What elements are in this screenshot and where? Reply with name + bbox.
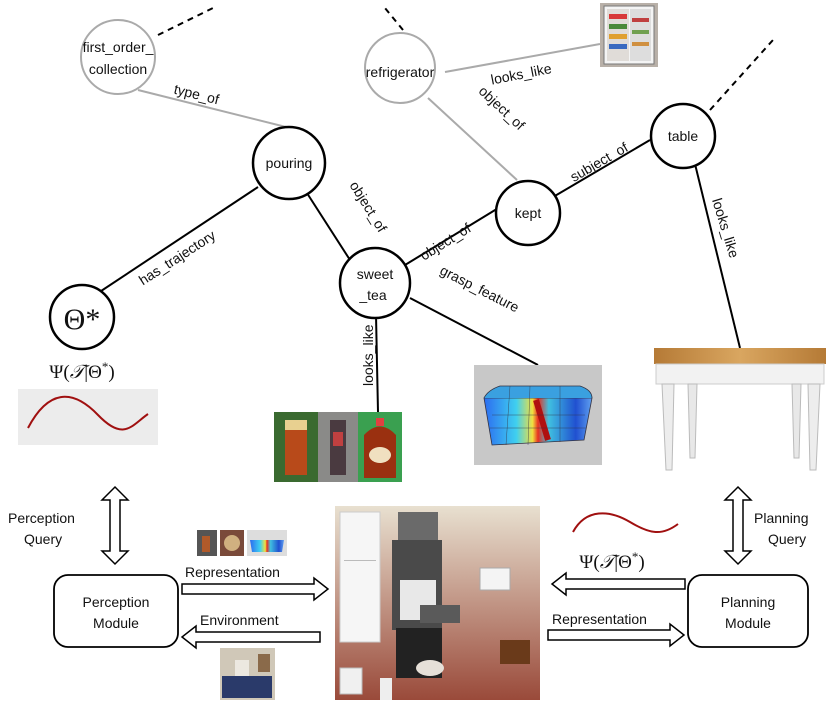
node-first-order-collection-line1: first_order_ bbox=[83, 39, 154, 55]
label-grasp-feature: grasp_feature bbox=[438, 262, 522, 316]
arrow-environment-to-perception bbox=[180, 624, 321, 650]
label-object-of-pouring: object_of bbox=[347, 178, 391, 235]
node-kept-label: kept bbox=[515, 205, 542, 221]
edge-looks-like-fridge bbox=[444, 43, 601, 73]
perception-query-line1: Perception bbox=[8, 510, 75, 526]
perception-query-line2: Query bbox=[24, 531, 62, 547]
environment-thumbnail bbox=[220, 648, 275, 700]
refrigerator-image bbox=[600, 3, 658, 67]
label-looks-like-fridge: looks_like bbox=[489, 60, 553, 87]
label-type-of: type_of bbox=[172, 81, 221, 108]
grasp-feature-heatmap bbox=[474, 365, 602, 465]
edge-looks-like-table bbox=[694, 163, 741, 349]
trajectory-curve-left bbox=[27, 395, 149, 431]
node-pouring[interactable]: pouring bbox=[251, 125, 327, 201]
node-kept[interactable]: kept bbox=[494, 179, 562, 247]
node-sweet-tea[interactable]: sweet _tea bbox=[338, 246, 412, 320]
robot-scene-image bbox=[335, 506, 540, 700]
table-image bbox=[654, 348, 826, 471]
label-has-trajectory: has_trajectory bbox=[136, 227, 218, 288]
planning-query-arrow bbox=[723, 485, 753, 566]
node-sweet-tea-line2: _tea bbox=[358, 287, 386, 303]
node-first-order-collection[interactable]: first_order_ collection bbox=[80, 19, 156, 95]
node-refrigerator[interactable]: refrigerator bbox=[364, 32, 436, 104]
node-first-order-collection-line2: collection bbox=[89, 61, 147, 77]
label-subject-of: subject_of bbox=[567, 139, 630, 185]
edge-dashed-table bbox=[709, 39, 774, 111]
edge-object-of-pouring bbox=[304, 189, 351, 261]
label-environment: Environment bbox=[200, 612, 279, 628]
trajectory-curve-right bbox=[572, 512, 679, 533]
planning-query-line1: Planning bbox=[754, 510, 809, 526]
label-representation-right: Representation bbox=[552, 611, 647, 627]
node-table[interactable]: table bbox=[649, 102, 717, 170]
label-representation-left: Representation bbox=[185, 564, 280, 580]
perception-query-arrow bbox=[100, 485, 130, 566]
perception-module-line1: Perception bbox=[83, 594, 150, 610]
representation-thumbnails bbox=[197, 530, 287, 556]
edge-grasp-feature bbox=[409, 297, 539, 366]
edge-looks-like-tea bbox=[375, 314, 379, 413]
edge-dashed-first-order bbox=[157, 7, 214, 36]
edge-has-trajectory bbox=[91, 186, 259, 298]
perception-module-line2: Module bbox=[93, 615, 139, 631]
label-object-of-kept: object_of bbox=[417, 220, 474, 264]
edge-object-of-kept bbox=[404, 206, 501, 266]
node-theta-label: Θ* bbox=[64, 303, 101, 336]
node-sweet-tea-line1: sweet bbox=[357, 266, 394, 282]
planning-query-line2: Query bbox=[768, 531, 806, 547]
trajectory-curve-panel-left bbox=[18, 389, 158, 445]
label-looks-like-tea: looks_like bbox=[360, 324, 376, 386]
edge-dashed-refrigerator bbox=[384, 7, 404, 31]
node-pouring-label: pouring bbox=[266, 155, 313, 171]
arrow-representation-to-planning bbox=[547, 622, 686, 648]
node-theta[interactable]: Θ* bbox=[48, 283, 116, 351]
perception-module-box[interactable]: Perception Module bbox=[53, 574, 179, 648]
arrow-planning-to-robot bbox=[550, 571, 686, 597]
node-table-label: table bbox=[668, 128, 699, 144]
node-refrigerator-label: refrigerator bbox=[366, 64, 435, 80]
trajectory-formula-left: Ψ(𝒯|Θ*) bbox=[49, 359, 114, 384]
trajectory-formula-right: Ψ(𝒯|Θ*) bbox=[579, 549, 644, 574]
sweet-tea-images bbox=[274, 412, 402, 482]
planning-module-line1: Planning bbox=[721, 594, 776, 610]
edge-object-of-fridge bbox=[427, 97, 518, 181]
arrow-representation-to-robot bbox=[181, 576, 330, 602]
graph-edges bbox=[91, 7, 774, 413]
planning-module-line2: Module bbox=[725, 615, 771, 631]
edge-type-of bbox=[137, 89, 291, 129]
label-object-of-fridge: object_of bbox=[476, 83, 529, 134]
edge-subject-of bbox=[547, 139, 651, 201]
label-looks-like-table: looks_like bbox=[709, 196, 742, 260]
planning-module-box[interactable]: Planning Module bbox=[687, 574, 809, 648]
